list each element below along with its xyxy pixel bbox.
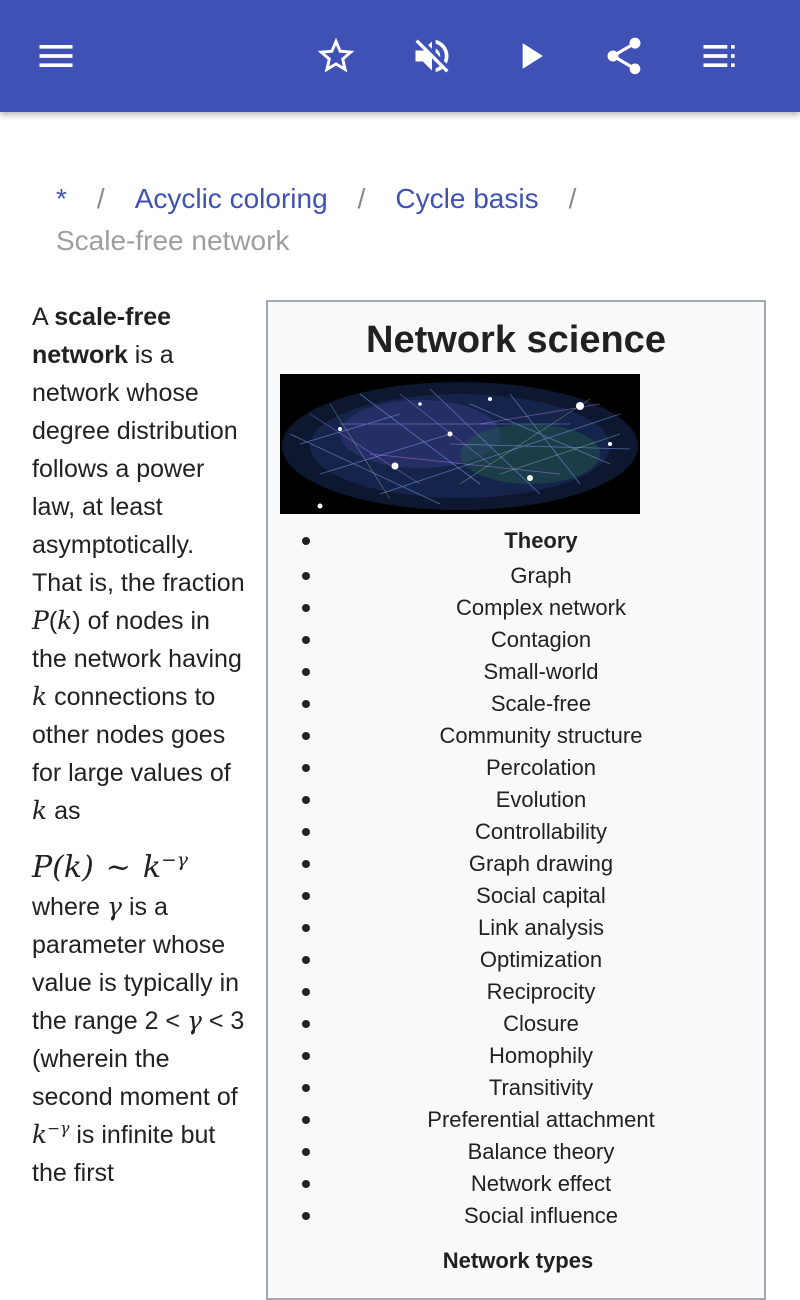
theory-list-item[interactable]: Closure xyxy=(268,1008,764,1040)
term-bold: scale-free network xyxy=(32,303,171,369)
network-science-infobox: Network science xyxy=(266,300,766,1300)
breadcrumb-link-home[interactable]: * xyxy=(56,183,67,214)
app-toolbar xyxy=(0,0,800,112)
contents-button[interactable] xyxy=(692,28,748,84)
theory-list-item[interactable]: Community structure xyxy=(268,720,764,752)
theory-list-item[interactable]: Evolution xyxy=(268,784,764,816)
infobox-image[interactable] xyxy=(280,374,640,514)
formula-sim: ~ xyxy=(105,850,131,885)
gamma-paragraph: where γ is a parameter whose value is ty… xyxy=(32,888,248,1192)
math-exponent: −γ xyxy=(47,1119,70,1138)
math-var: k xyxy=(32,796,48,825)
breadcrumb-separator: / xyxy=(568,183,577,214)
theory-list-item[interactable]: Controllability xyxy=(268,816,764,848)
star-outline-icon xyxy=(317,37,355,73)
theory-list-item[interactable]: Graph xyxy=(268,560,764,592)
theory-list-item[interactable]: Graph drawing xyxy=(268,848,764,880)
intro-paragraph: A scale-free network is a network whose … xyxy=(32,303,245,825)
theory-list-item[interactable]: Balance theory xyxy=(268,1136,764,1168)
math-var: γ xyxy=(186,1006,202,1035)
text-run: A xyxy=(32,303,55,331)
math-var: k xyxy=(32,682,48,711)
text-run: where xyxy=(32,893,108,921)
breadcrumb-link-cycle-basis[interactable]: Cycle basis xyxy=(395,183,539,214)
text-run: is infinite but the first xyxy=(32,1121,216,1187)
theory-list-item[interactable]: Preferential attachment xyxy=(268,1104,764,1136)
share-icon xyxy=(607,37,641,75)
theory-list-item[interactable]: Small-world xyxy=(268,656,764,688)
theory-list-item[interactable]: Complex network xyxy=(268,592,764,624)
theory-list-item[interactable]: Social influence xyxy=(268,1200,764,1232)
math-var: P xyxy=(32,606,49,635)
menu-icon xyxy=(39,45,73,67)
theory-list-item[interactable]: Reciprocity xyxy=(268,976,764,1008)
breadcrumb-separator: / xyxy=(357,183,366,214)
theory-heading: Theory xyxy=(268,522,764,560)
menu-button[interactable] xyxy=(28,28,84,84)
formula-lhs: P(k) xyxy=(32,850,94,885)
theory-list-item[interactable]: Transitivity xyxy=(268,1072,764,1104)
theory-list-item[interactable]: Percolation xyxy=(268,752,764,784)
breadcrumb-current-page: Scale-free network xyxy=(56,225,290,256)
theory-list-item[interactable]: Homophily xyxy=(268,1040,764,1072)
theory-list-item[interactable]: Network effect xyxy=(268,1168,764,1200)
math-var: k xyxy=(57,606,73,635)
playlist-icon xyxy=(703,45,735,67)
bookmark-button[interactable] xyxy=(308,28,364,84)
formula-exponent: −γ xyxy=(161,850,188,871)
math-var: k xyxy=(32,1120,48,1149)
math-var: γ xyxy=(107,892,122,921)
text-run: is a parameter whose value is typically … xyxy=(32,893,240,1035)
play-icon xyxy=(522,43,543,69)
infobox-title: Network science xyxy=(366,319,666,361)
play-button[interactable] xyxy=(502,28,558,84)
volume-off-icon xyxy=(415,39,449,73)
text-run: of nodes in the network having xyxy=(32,607,242,673)
breadcrumb-link-acyclic-coloring[interactable]: Acyclic coloring xyxy=(134,183,328,214)
power-law-formula: P(k) ~ k−γ xyxy=(32,848,248,888)
theory-list-item[interactable]: Scale-free xyxy=(268,688,764,720)
text-run: < 3 (wherein the second moment of xyxy=(32,1007,245,1111)
article-body: A scale-free network is a network whose … xyxy=(32,298,248,1192)
network-map-image xyxy=(280,374,640,514)
network-types-heading: Network types xyxy=(442,1248,594,1273)
text-run: is a network whose degree distribution f… xyxy=(32,341,245,597)
mute-button[interactable] xyxy=(404,28,460,84)
share-button[interactable] xyxy=(596,28,652,84)
text-run: as xyxy=(47,797,81,825)
breadcrumb: * / Acyclic coloring / Cycle basis / Scale-fr… xyxy=(56,178,776,262)
breadcrumb-separator: / xyxy=(96,183,105,214)
theory-list-item[interactable]: Social capital xyxy=(268,880,764,912)
theory-list-item[interactable]: Contagion xyxy=(268,624,764,656)
text-run: connections to other nodes goes for larg… xyxy=(32,683,231,787)
formula-base: k xyxy=(142,850,162,885)
theory-list-item[interactable]: Optimization xyxy=(268,944,764,976)
theory-list-item[interactable]: Link analysis xyxy=(268,912,764,944)
